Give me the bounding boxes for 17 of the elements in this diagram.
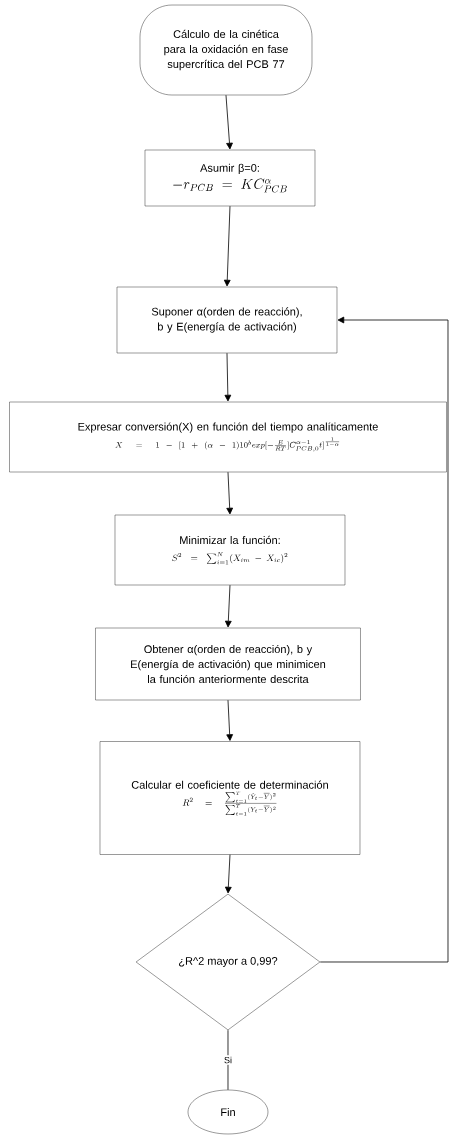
arrow [225,94,233,150]
arrow [226,471,234,515]
start-terminal: Cálculo de la cinética para la oxidación en fase supercrítica del PCB 77 [139,4,313,96]
process-box: Minimizar la función: $S^{2}=\sum_{i=1}^{N}(X_{im}-X_{ic})^{2}$ [114,514,346,586]
arrow [319,316,449,963]
arrow [224,352,232,402]
process-box: Calcular el coeficiente de determinación $R^{2}=\frac{\sum_{t=1}^{T}(\hat{Y}_{t}-\overline{Y})^{2}}{\sum_{t=1}^{T}(Y_{t}-\overline{Y})^{2}}$ [99,741,361,855]
process-box: Asumir β=0: $-r_{PCB}=KC_{PCB}^{\alpha}$ [144,149,316,207]
process-box: Suponer α(orden de reacción), b y E(energía de activación) [116,286,338,354]
arrow [226,699,233,741]
arrow [224,584,232,628]
edge-label: Si [222,1055,234,1065]
arrow [225,854,232,894]
arrow [223,205,231,287]
process-box: Expresar conversión(X) en función del tiempo analíticamente $X=1-[1+(\alpha-1)10^{b}exp[-\frac{E}{RT}]C_{PCB,0}^{\alpha-1}t]^{\frac{1}{1-\alpha}}$ [9,401,447,473]
end-terminal: Fin [187,1089,269,1135]
process-box: Obtener α(orden de reacción), b y E(energía de activación) que minimicen la función anteriormente descrita [95,627,361,701]
